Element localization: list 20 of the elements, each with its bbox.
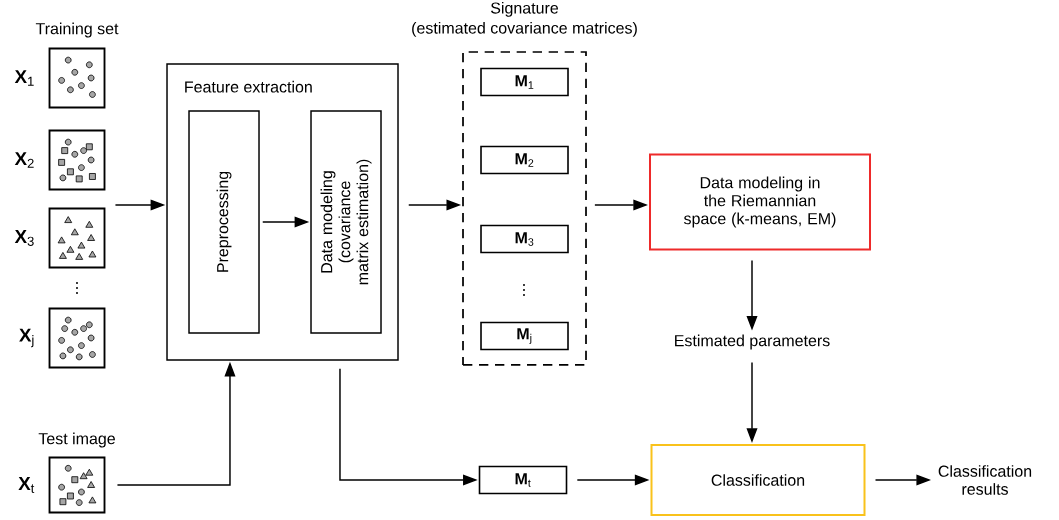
process-box: Data modeling (covariance matrix estimation) <box>310 110 382 334</box>
image-label: X$_{t}$ <box>18 477 35 493</box>
image-label: X$_{2}$ <box>14 152 34 168</box>
output-text: Estimated parameters <box>675 334 830 350</box>
process-box: Preprocessing <box>188 110 260 334</box>
image-label: X$_{1}$ <box>14 70 34 86</box>
group-title: Signature <box>491 1 558 17</box>
matrix-box: M$_{t}$ <box>478 465 568 495</box>
ellipsis: ⋮ <box>76 282 78 294</box>
group-title: (estimated covariance matrices) <box>412 21 637 37</box>
process-box: Data modeling in the Riemannian space (k-means, EM) <box>649 153 871 251</box>
matrix-box: M$_{1}$ <box>480 67 569 97</box>
image-label: X$_{3}$ <box>14 230 34 246</box>
matrix-box: M$_{3}$ <box>480 224 569 254</box>
output-text: Classification results <box>938 465 1032 495</box>
ellipsis: ⋮ <box>523 284 525 296</box>
matrix-box: M$_{j}$ <box>480 321 569 351</box>
matrix-box: M$_{2}$ <box>480 145 569 175</box>
process-box: Classification <box>650 444 866 516</box>
image-label: X$_{j}$ <box>19 328 34 348</box>
